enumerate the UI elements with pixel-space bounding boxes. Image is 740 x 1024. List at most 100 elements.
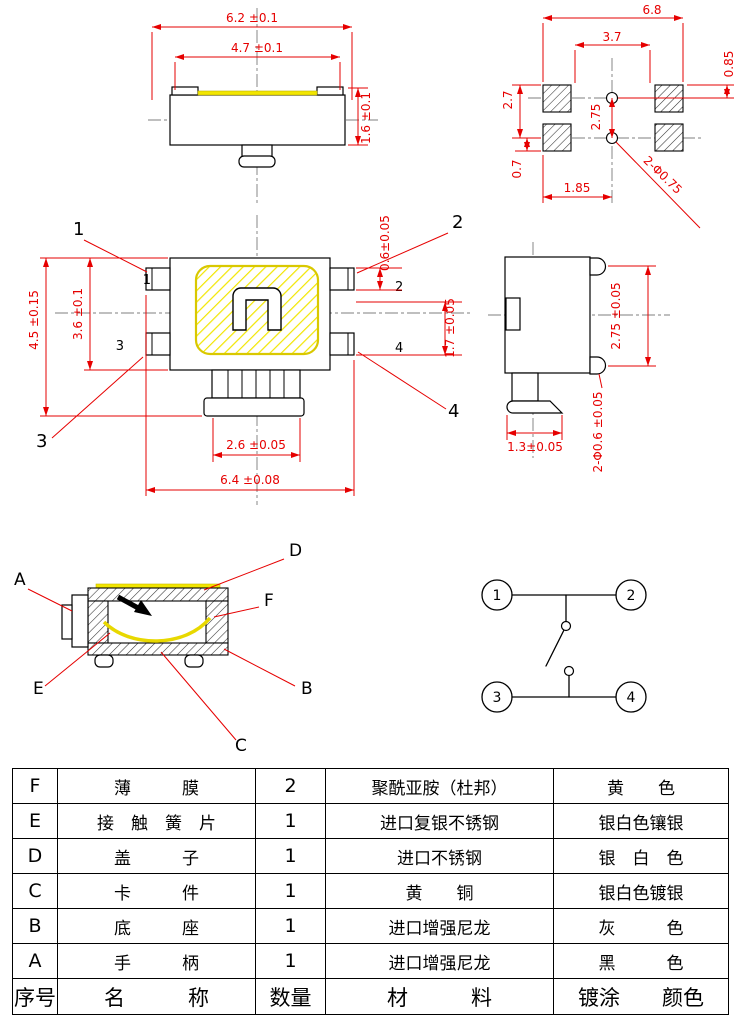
drawing-views: 6.2 ±0.1 4.7 ±0.1 1.6 ±0.1 <box>14 3 736 756</box>
row-name: 底 座 <box>57 908 256 944</box>
pad <box>542 123 572 152</box>
row-material: 进口增强尼龙 <box>325 908 554 944</box>
pin-number-2: 2 <box>395 280 403 295</box>
terminal-2-label: 2 <box>627 588 636 604</box>
dim-side-foot-width: 1.3±0.05 <box>507 440 563 454</box>
lead-4 <box>329 332 355 356</box>
footprint-dimensions: 6.8 3.7 0.85 2.7 2.75 0.7 1.85 2-Φ0.75 <box>501 3 736 229</box>
row-name: 手 柄 <box>57 943 256 979</box>
terminal-4-label: 4 <box>627 690 636 706</box>
row-material: 黄 铜 <box>325 873 554 909</box>
side-lead-bottom <box>589 356 607 375</box>
header-material: 材 料 <box>325 978 554 1015</box>
side-body <box>504 256 607 414</box>
section-labels: A D F E B C <box>14 541 313 756</box>
row-finish: 灰 色 <box>553 908 729 944</box>
row-name: 卡 件 <box>57 873 256 909</box>
dim-fp-outer-width: 6.8 <box>642 3 661 17</box>
row-id: C <box>12 873 58 909</box>
callout-2: 2 <box>452 212 463 233</box>
row-id: F <box>12 768 58 804</box>
row-id: A <box>12 943 58 979</box>
row-qty: 1 <box>255 838 326 874</box>
dim-fp-hole-offset: 1.85 <box>564 181 591 195</box>
callout-4: 4 <box>448 401 459 422</box>
row-qty: 1 <box>255 803 326 839</box>
row-id: D <box>12 838 58 874</box>
label-E: E <box>33 679 44 699</box>
side-lead-top <box>589 257 607 276</box>
callout-3: 3 <box>36 431 47 452</box>
dim-fp-pad-edge: 0.85 <box>722 51 736 78</box>
bom-table: F 薄 膜 2 聚酰亚胺（杜邦） 黄 色 E 接 触 簧 片 1 进口复银不锈钢… <box>12 768 729 1015</box>
front-dimensions: 6.2 ±0.1 4.7 ±0.1 1.6 ±0.1 <box>151 11 373 146</box>
row-finish: 黄 色 <box>553 768 729 804</box>
lead-3 <box>145 332 171 356</box>
dim-top-body-height: 3.6 ±0.1 <box>71 288 85 340</box>
press-arrow-shaft <box>116 594 142 612</box>
handle-part <box>71 594 89 648</box>
row-id: B <box>12 908 58 944</box>
switch-arm <box>545 629 565 667</box>
dim-front-height: 1.6 ±0.1 <box>359 92 373 144</box>
header-qty: 数量 <box>255 978 326 1015</box>
row-name: 薄 膜 <box>57 768 256 804</box>
handle-tab <box>61 604 73 640</box>
contact-dot-top <box>560 620 572 632</box>
row-finish: 银白色镀银 <box>553 873 729 909</box>
header-id: 序号 <box>12 978 58 1015</box>
table-row: B 底 座 1 进口增强尼龙 灰 色 <box>12 908 729 944</box>
label-C: C <box>235 736 247 756</box>
actuator-base <box>203 397 305 417</box>
press-arrow-head <box>134 600 152 616</box>
row-material: 进口不锈钢 <box>325 838 554 874</box>
top-body <box>145 257 355 417</box>
front-body <box>169 86 346 168</box>
label-D: D <box>289 541 302 561</box>
header-finish: 镀涂 颜色 <box>553 978 729 1015</box>
side-foot <box>506 400 564 414</box>
table-row: D 盖 子 1 进口不锈钢 银 白 色 <box>12 838 729 874</box>
row-finish: 银白色镶银 <box>553 803 729 839</box>
row-id: E <box>12 803 58 839</box>
dim-side-lead-pitch: 2.75 ±0.05 <box>609 282 623 349</box>
lead-2 <box>329 267 355 291</box>
row-qty: 1 <box>255 943 326 979</box>
circuit-diagram: 1 2 3 4 <box>481 579 647 713</box>
membrane-area <box>194 264 320 356</box>
dim-fp-pad-drop: 0.7 <box>510 159 524 178</box>
row-qty: 2 <box>255 768 326 804</box>
front-stem-cap <box>238 155 276 168</box>
terminal-3-label: 3 <box>493 690 502 706</box>
dim-top-lead-offset: 1.7 ±0.05 <box>443 298 457 358</box>
side-view: 2.75 ±0.05 2-Φ0.6 ±0.05 1.3±0.05 <box>488 242 670 473</box>
table-header-row: 序号 名 称 数量 材 料 镀涂 颜色 <box>12 978 729 1015</box>
top-view: 1 2 3 4 1 2 3 4 4.5 ±0.15 3.6 ±0.1 0 <box>27 212 470 505</box>
table-row: E 接 触 簧 片 1 进口复银不锈钢 银白色镶银 <box>12 803 729 839</box>
top-pin-numbers: 1 2 3 4 <box>116 273 404 356</box>
pad <box>654 123 684 152</box>
dim-top-total-width: 6.4 ±0.08 <box>220 473 280 487</box>
row-qty: 1 <box>255 873 326 909</box>
section-view: A D F E B C <box>14 541 313 756</box>
row-name: 盖 子 <box>57 838 256 874</box>
top-dimensions: 4.5 ±0.15 3.6 ±0.1 0.6±0.05 1.7 ±0.05 2.… <box>27 215 462 496</box>
table-row: F 薄 膜 2 聚酰亚胺（杜邦） 黄 色 <box>12 768 729 804</box>
right-wall <box>205 600 229 644</box>
dim-fp-left-span: 2.7 <box>501 90 515 109</box>
pin-number-1: 1 <box>143 273 151 288</box>
dim-fp-inner-width: 3.7 <box>602 30 621 44</box>
row-finish: 黑 色 <box>553 943 729 979</box>
callout-1: 1 <box>73 219 84 240</box>
footprint-pads <box>542 84 684 152</box>
front-view: 6.2 ±0.1 4.7 ±0.1 1.6 ±0.1 <box>148 8 378 205</box>
table-row: A 手 柄 1 进口增强尼龙 黑 色 <box>12 943 729 979</box>
dim-side-lead-dia: 2-Φ0.6 ±0.05 <box>591 391 605 472</box>
side-stem <box>511 372 539 402</box>
contact-dot-bottom <box>563 665 575 677</box>
foot-bump <box>184 654 204 668</box>
pin-number-3: 3 <box>116 339 124 354</box>
dim-top-stem-width: 2.6 ±0.05 <box>226 438 286 452</box>
dim-front-inner-width: 4.7 ±0.1 <box>231 41 283 55</box>
